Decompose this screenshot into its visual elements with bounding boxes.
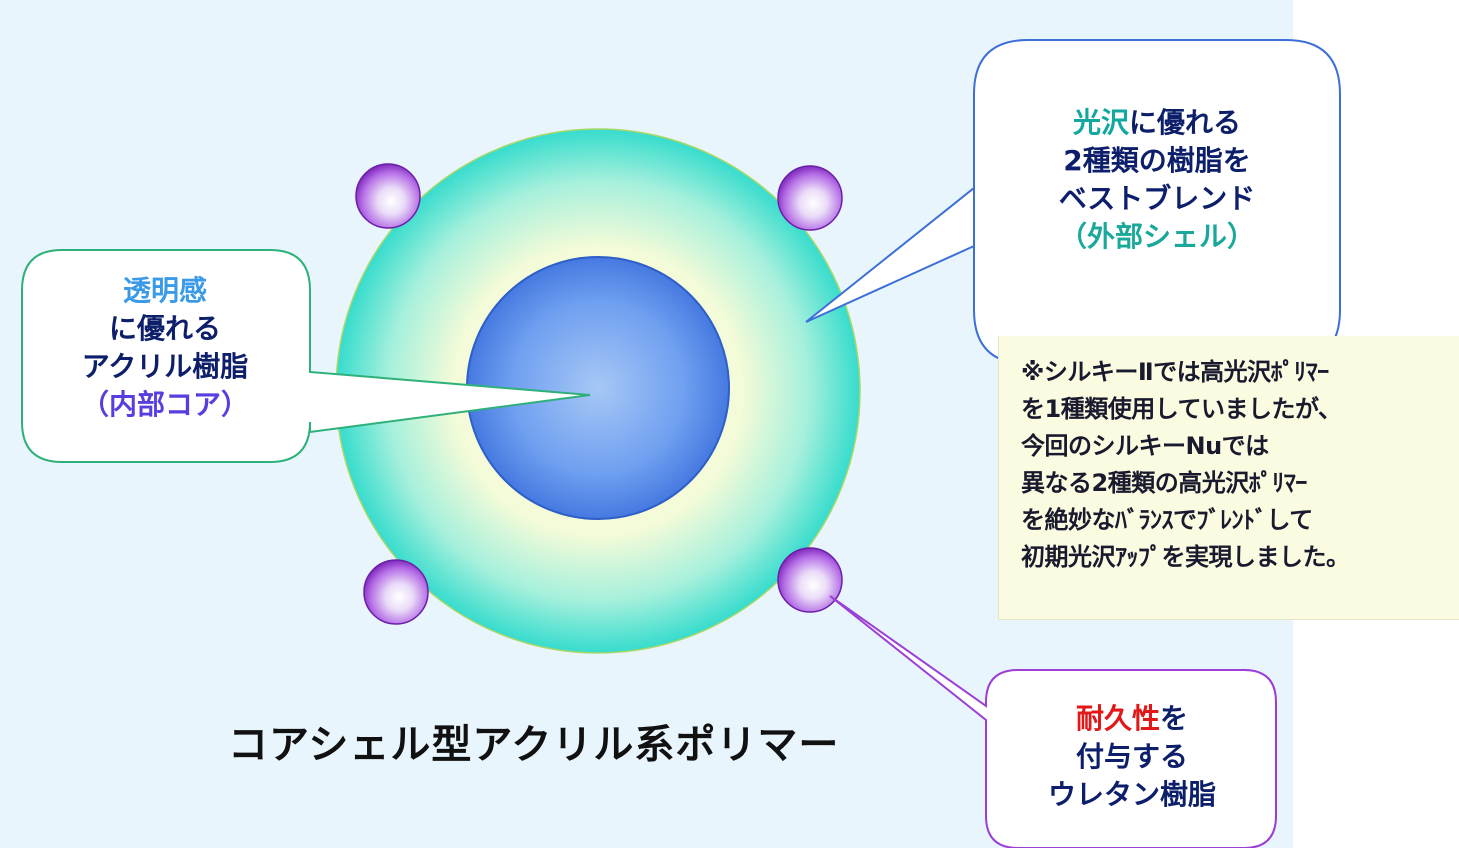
shell-callout-text: 光沢に優れる 2種類の樹脂を ベストブレンド （外部シェル） <box>994 104 1320 256</box>
core-callout-bubble <box>21 249 591 463</box>
core-highlight: 透明感 <box>122 274 207 307</box>
shell-line-1-rest: に優れる <box>1129 106 1242 139</box>
urethane-callout-text: 耐久性を 付与する ウレタン樹脂 <box>992 700 1272 814</box>
shell-highlight: 光沢 <box>1072 106 1129 139</box>
note-line: 今回のシルキーNuでは <box>1021 432 1269 460</box>
core-line-3: アクリル樹脂 <box>81 350 249 383</box>
note-line: を絶妙なﾊﾞﾗﾝｽでﾌﾞﾚﾝﾄﾞして <box>1021 506 1313 534</box>
shell-line-2: 2種類の樹脂を <box>1063 144 1251 177</box>
shell-line-3: ベストブレンド <box>1058 182 1256 215</box>
core-callout-text: 透明感 に優れる アクリル樹脂 （内部コア） <box>30 272 300 424</box>
note-line: 初期光沢ｱｯﾌﾟを実現しました。 <box>1021 543 1350 571</box>
urethane-line-1: 耐久性を <box>992 700 1272 738</box>
urethane-sphere-bottom-left <box>363 559 429 625</box>
urethane-sphere-top-left <box>355 163 421 229</box>
note-box: ※シルキーⅡでは高光沢ﾎﾟﾘﾏｰ を1種類使用していましたが、 今回のシルキーN… <box>998 336 1459 620</box>
urethane-highlight: 耐久性 <box>1075 702 1160 735</box>
diagram-title: コアシェル型アクリル系ポリマー <box>228 722 840 768</box>
urethane-line-1-rest: を <box>1160 702 1189 735</box>
urethane-sphere-bottom-right <box>777 547 843 613</box>
core-line-2: に優れる <box>108 312 221 345</box>
core-line-4: （内部コア） <box>80 388 249 421</box>
urethane-line-3: ウレタン樹脂 <box>1047 778 1216 811</box>
note-line: ※シルキーⅡでは高光沢ﾎﾟﾘﾏｰ <box>1021 358 1329 386</box>
urethane-line-2: 付与する <box>1075 740 1188 773</box>
urethane-sphere-top-right <box>777 165 843 231</box>
note-line: を1種類使用していましたが、 <box>1021 395 1342 423</box>
shell-line-1: 光沢に優れる <box>994 104 1320 142</box>
shell-line-4: （外部シェル） <box>1058 220 1255 253</box>
note-line: 異なる2種類の高光沢ﾎﾟﾘﾏｰ <box>1021 469 1307 497</box>
